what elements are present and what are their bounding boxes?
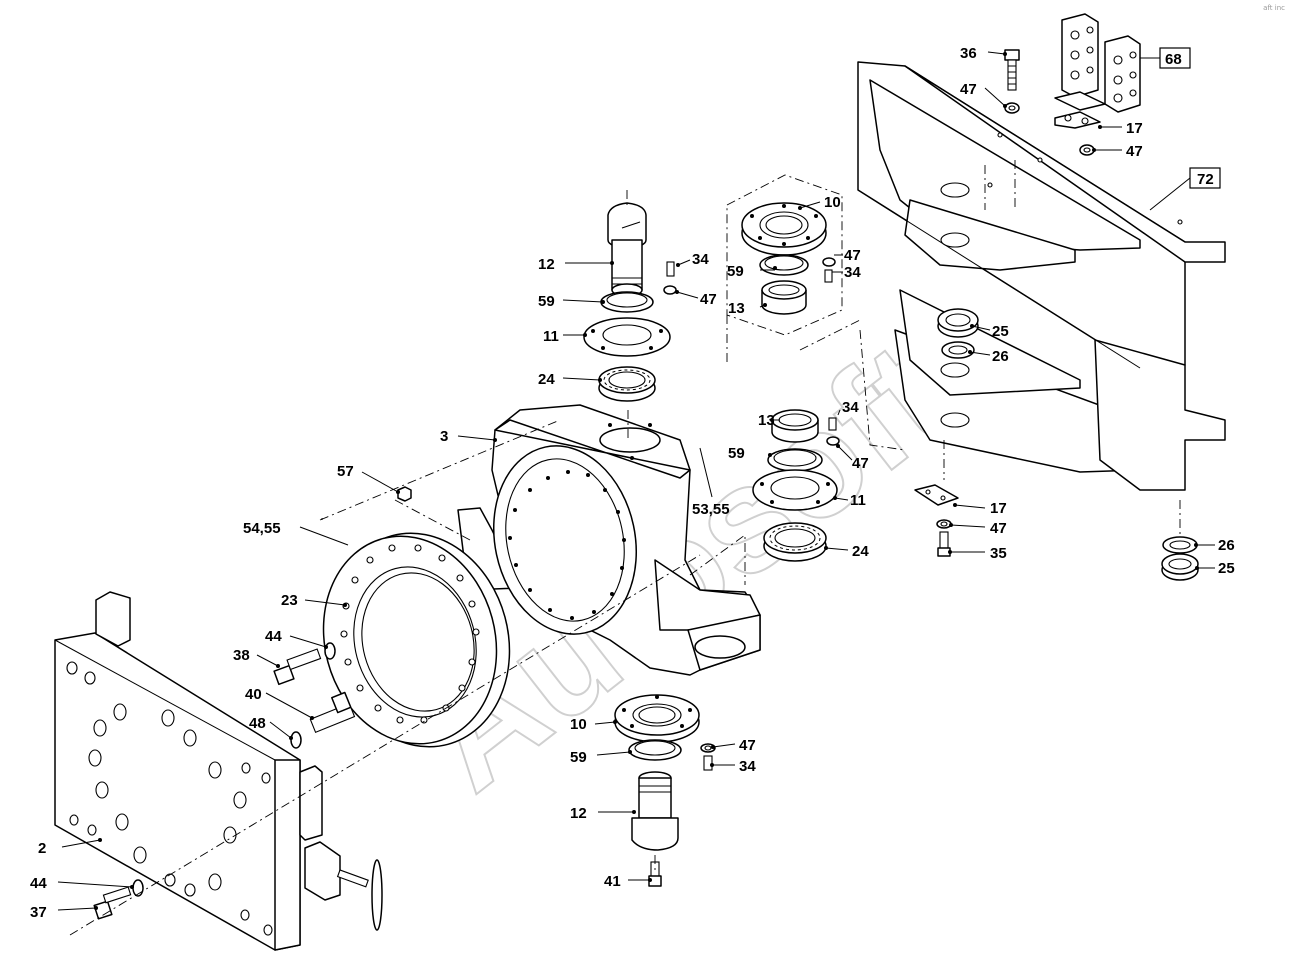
label-box-68 xyxy=(1159,47,1191,69)
nut-57 xyxy=(397,486,412,502)
callout-44: 44 xyxy=(30,875,47,892)
callout-10: 10 xyxy=(570,716,587,733)
bolt-41 xyxy=(648,861,662,887)
callout-47: 47 xyxy=(960,81,977,98)
slotted-nut-25 xyxy=(937,308,979,338)
plate-bracket xyxy=(299,765,323,841)
leader-lines xyxy=(57,51,1215,911)
bolt-34 xyxy=(703,755,713,771)
callout-12: 12 xyxy=(570,805,587,822)
callout-13: 13 xyxy=(758,412,775,429)
callout-47: 47 xyxy=(700,291,717,308)
callout-59: 59 xyxy=(728,445,745,462)
callout-57: 57 xyxy=(337,463,354,480)
washer-47 xyxy=(826,436,840,446)
callout-48: 48 xyxy=(249,715,266,732)
bushing-13 xyxy=(771,409,819,443)
callout-41: 41 xyxy=(604,873,621,890)
bolt-40 xyxy=(309,691,356,734)
bolt-36 xyxy=(1004,49,1020,91)
callout-17: 17 xyxy=(1126,120,1143,137)
washer-47 xyxy=(822,257,836,267)
plate-bracket xyxy=(95,591,131,647)
mounting-plate-2 xyxy=(54,632,301,951)
callout-53-55: 53,55 xyxy=(692,501,730,518)
bolt-34 xyxy=(828,417,837,431)
pin-12-lower xyxy=(631,771,679,851)
corner-mark: aft inc xyxy=(1263,4,1285,12)
bolt-34 xyxy=(824,269,833,283)
callout-23: 23 xyxy=(281,592,298,609)
callout-34: 34 xyxy=(692,251,709,268)
plate-17 xyxy=(914,484,959,506)
callout-38: 38 xyxy=(233,647,250,664)
callout-26: 26 xyxy=(992,348,1009,365)
callout-3: 3 xyxy=(440,428,448,445)
callout-47: 47 xyxy=(739,737,756,754)
callout-11: 11 xyxy=(543,328,559,345)
callout-40: 40 xyxy=(245,686,262,703)
callout-26: 26 xyxy=(1218,537,1235,554)
clamp-bracket-68 xyxy=(1054,13,1141,129)
callout-25: 25 xyxy=(992,323,1009,340)
bearing-24 xyxy=(598,366,656,402)
callout-54-55: 54,55 xyxy=(243,520,281,537)
lock-washer-26 xyxy=(1162,536,1198,554)
callout-34: 34 xyxy=(739,758,756,775)
callout-35: 35 xyxy=(990,545,1007,562)
bolt-37 xyxy=(93,886,132,920)
callout-59: 59 xyxy=(727,263,744,280)
hitch-bracket xyxy=(304,841,341,901)
callout-17: 17 xyxy=(990,500,1007,517)
bushing-13 xyxy=(761,280,807,315)
frame-bracket-72 xyxy=(857,61,1226,491)
bearing-cover-11 xyxy=(583,317,671,357)
washer-48 xyxy=(290,731,302,749)
callout-59: 59 xyxy=(538,293,555,310)
callout-68: 68 xyxy=(1165,51,1182,68)
callout-25: 25 xyxy=(1218,560,1235,577)
callout-47: 47 xyxy=(1126,143,1143,160)
callout-34: 34 xyxy=(842,399,859,416)
callout-47: 47 xyxy=(990,520,1007,537)
callout-59: 59 xyxy=(570,749,587,766)
callout-37: 37 xyxy=(30,904,47,921)
pin-12-upper xyxy=(607,202,647,297)
flange-10-lower xyxy=(614,694,700,743)
callout-2: 2 xyxy=(38,840,46,857)
callout-12: 12 xyxy=(538,256,555,273)
callout-47: 47 xyxy=(852,455,869,472)
callout-47: 47 xyxy=(844,247,861,264)
housing-3 xyxy=(457,404,761,676)
lock-washer-26 xyxy=(941,341,975,359)
callout-11: 11 xyxy=(850,492,866,509)
bolt-34 xyxy=(666,261,675,277)
slotted-nut-25 xyxy=(1161,553,1199,581)
callout-34: 34 xyxy=(844,264,861,281)
bearing-cover-11 xyxy=(752,469,838,511)
flange-10-upper xyxy=(741,202,827,256)
callout-24: 24 xyxy=(852,543,869,560)
callout-13: 13 xyxy=(728,300,745,317)
callout-36: 36 xyxy=(960,45,977,62)
hitch-pin xyxy=(336,859,383,931)
bearing-24 xyxy=(763,522,827,562)
callout-10: 10 xyxy=(824,194,841,211)
bolt-38 xyxy=(273,648,322,686)
label-box-72 xyxy=(1189,167,1221,189)
callout-24: 24 xyxy=(538,371,555,388)
slewing-ring-23 xyxy=(322,532,511,748)
callout-72: 72 xyxy=(1197,171,1214,188)
washer-47 xyxy=(663,285,677,295)
callout-44: 44 xyxy=(265,628,282,645)
